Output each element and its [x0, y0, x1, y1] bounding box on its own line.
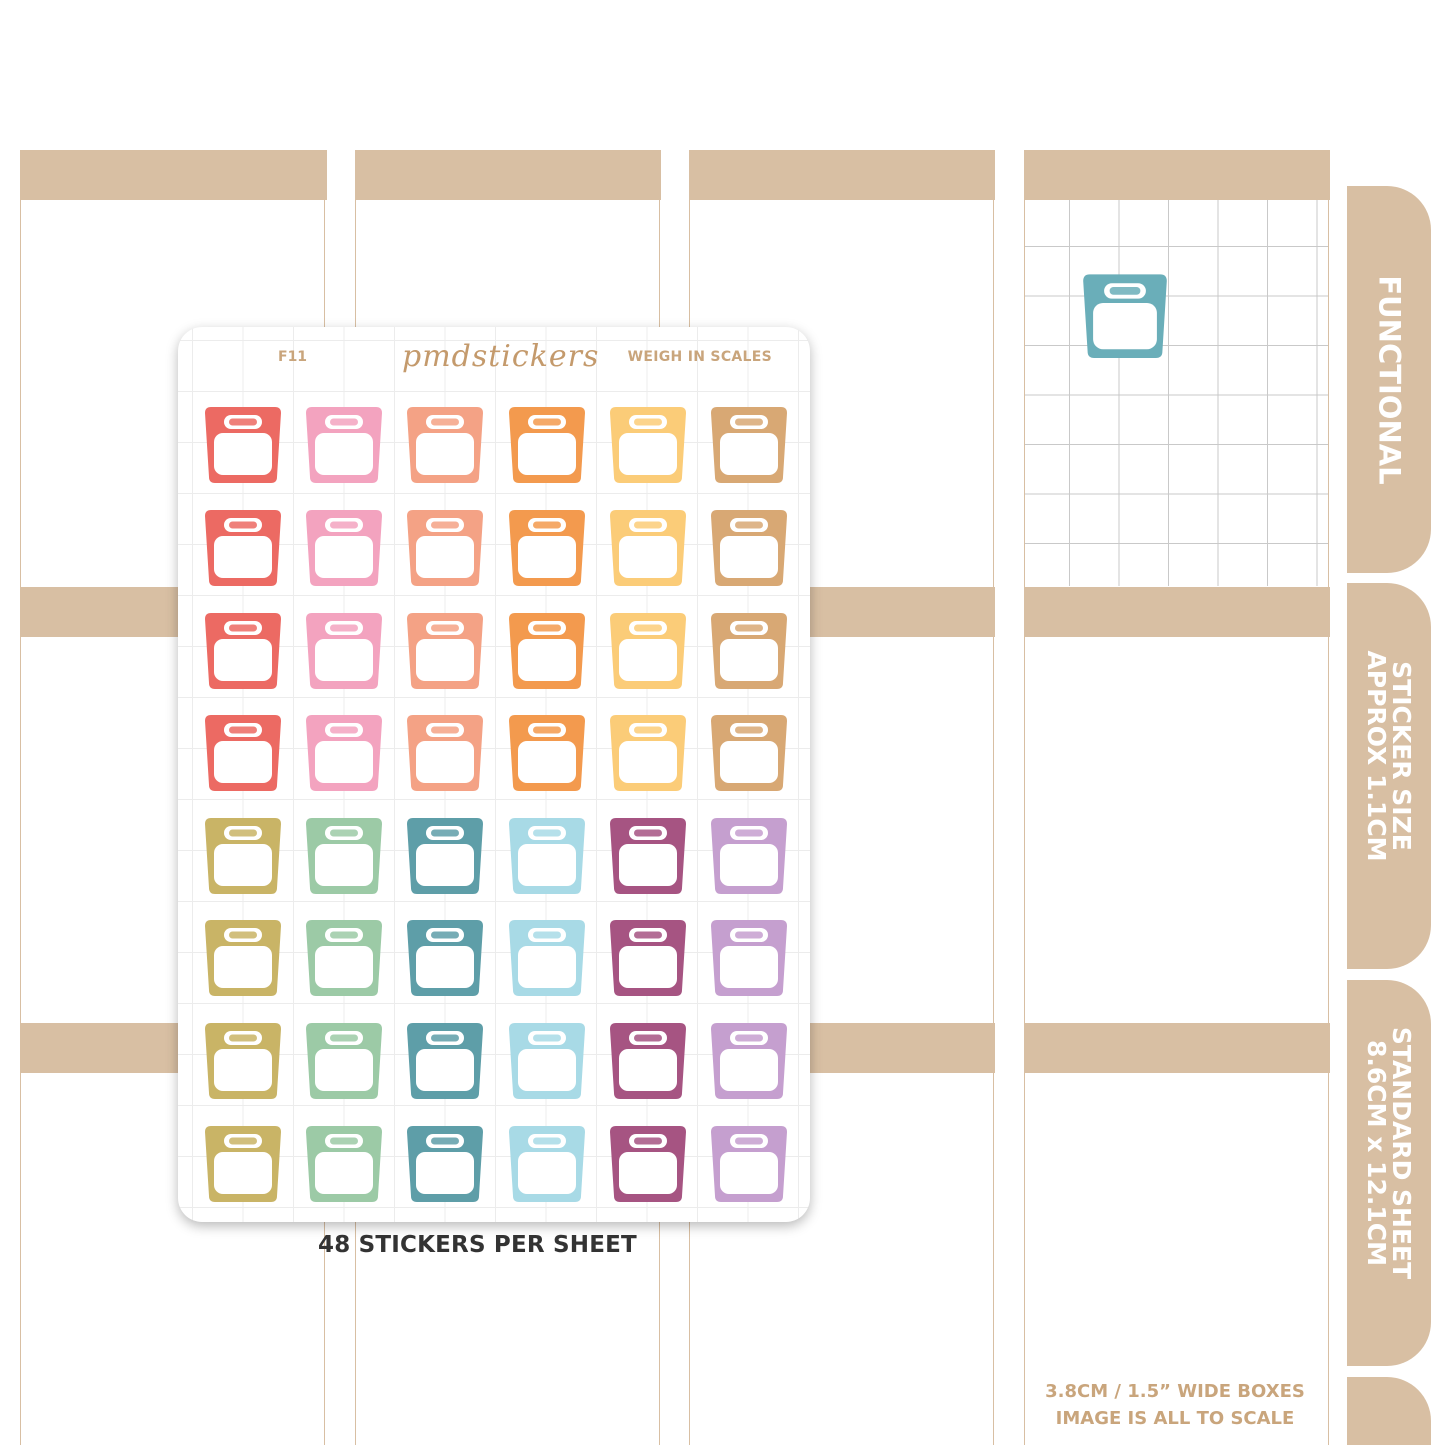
- tab-label-line: STICKER SIZE: [1387, 661, 1416, 851]
- weigh-scale-icon: [509, 1023, 585, 1099]
- weigh-scale-icon: [205, 613, 281, 689]
- weigh-scale-icon: [509, 613, 585, 689]
- sticker-sheet: F11 pmdstickers WEIGH IN SCALES: [178, 327, 810, 1222]
- weigh-scale-icon: [205, 407, 281, 483]
- planner-header-band: [1024, 150, 1330, 200]
- weigh-scale-icon: [509, 510, 585, 586]
- weigh-scale-icon: [306, 613, 382, 689]
- weigh-scale-icon: [711, 510, 787, 586]
- side-tab-functional: FUNCTIONAL: [1347, 186, 1431, 573]
- weigh-scale-icon: [711, 613, 787, 689]
- scale-note-line2: IMAGE IS ALL TO SCALE: [1055, 1408, 1295, 1429]
- weigh-scale-icon: [610, 715, 686, 791]
- weigh-scale-icon: [407, 1126, 483, 1202]
- side-tab-standard-sheet: STANDARD SHEET 8.6CM x 12.1CM: [1347, 980, 1431, 1366]
- weigh-scale-icon: [306, 1023, 382, 1099]
- planner-grid-box: [1025, 200, 1328, 586]
- planner-header-band: [355, 150, 661, 200]
- weigh-scale-icon: [205, 920, 281, 996]
- weigh-scale-icon: [711, 715, 787, 791]
- weigh-scale-icon: [509, 715, 585, 791]
- weigh-scale-icon: [407, 510, 483, 586]
- side-tab-sticker-size: STICKER SIZE APPROX 1.1CM: [1347, 583, 1431, 969]
- weigh-scale-icon: [306, 818, 382, 894]
- weigh-scale-icon: [407, 407, 483, 483]
- weigh-scale-icon: [306, 920, 382, 996]
- weigh-scale-icon: [306, 407, 382, 483]
- sheet-code: F11: [278, 349, 308, 365]
- planner-divider-band: [1024, 587, 1330, 637]
- weigh-scale-icon: [509, 407, 585, 483]
- weigh-scale-icon: [407, 1023, 483, 1099]
- sticker-count: 48 STICKERS PER SHEET: [318, 1232, 637, 1258]
- weigh-scale-icon: [711, 1126, 787, 1202]
- planner-header-band: [20, 150, 327, 200]
- weigh-scale-icon: [610, 407, 686, 483]
- weigh-scale-icon: [205, 715, 281, 791]
- weigh-scale-icon: [407, 613, 483, 689]
- sheet-title: WEIGH IN SCALES: [627, 349, 772, 365]
- weigh-scale-icon: [509, 1126, 585, 1202]
- scale-note-line1: 3.8CM / 1.5” WIDE BOXES: [1045, 1381, 1305, 1402]
- weigh-scale-icon: [610, 1126, 686, 1202]
- weigh-scale-icon: [711, 818, 787, 894]
- weigh-scale-icon: [610, 613, 686, 689]
- weigh-scale-icon: [610, 510, 686, 586]
- weigh-scale-icon: [509, 920, 585, 996]
- planner-divider-band: [1024, 1023, 1330, 1073]
- planner-column-4: [1024, 150, 1329, 1445]
- weigh-scale-icon: [306, 510, 382, 586]
- weigh-scale-icon: [711, 407, 787, 483]
- weigh-scale-icon: [610, 1023, 686, 1099]
- tab-label: STICKER SIZE APPROX 1.1CM: [1362, 650, 1416, 862]
- brand-logo: pmdstickers: [402, 339, 600, 374]
- tab-label-line: 8.6CM x 12.1CM: [1362, 1040, 1391, 1266]
- tab-label: FUNCTIONAL: [1372, 274, 1407, 485]
- weigh-scale-icon: [407, 818, 483, 894]
- weigh-scale-icon: [711, 1023, 787, 1099]
- weigh-scale-icon: [205, 818, 281, 894]
- weigh-scale-icon: [306, 1126, 382, 1202]
- tab-label-line: STANDARD SHEET: [1387, 1026, 1416, 1280]
- weigh-scale-icon: [205, 1023, 281, 1099]
- weigh-scale-icon: [509, 818, 585, 894]
- tab-label-line: APPROX 1.1CM: [1362, 650, 1391, 862]
- weigh-scale-icon: [407, 920, 483, 996]
- planner-header-band: [689, 150, 995, 200]
- tab-label-line: FUNCTIONAL: [1372, 274, 1407, 485]
- weigh-scale-icon: [1083, 274, 1167, 358]
- weigh-scale-icon: [205, 1126, 281, 1202]
- weigh-scale-icon: [610, 920, 686, 996]
- weigh-scale-icon: [610, 818, 686, 894]
- weigh-scale-icon: [407, 715, 483, 791]
- weigh-scale-icon: [306, 715, 382, 791]
- side-tab-partial: [1347, 1377, 1431, 1445]
- weigh-scale-icon: [711, 920, 787, 996]
- tab-label: STANDARD SHEET 8.6CM x 12.1CM: [1362, 1026, 1416, 1280]
- weigh-scale-icon: [205, 510, 281, 586]
